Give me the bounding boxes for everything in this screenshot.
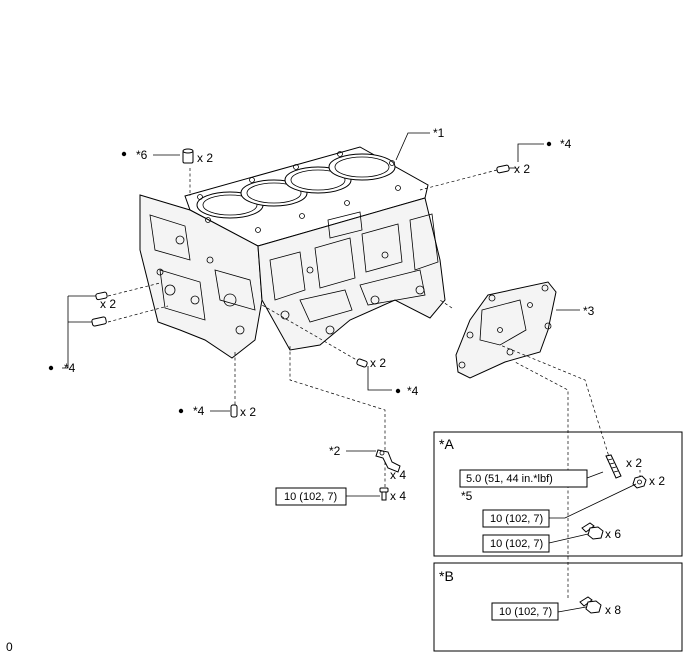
torque-box-part2-bolt	[275, 487, 347, 506]
dowel-pin-icon	[230, 404, 238, 418]
qty-pin-center: x 2	[370, 356, 386, 370]
qty-pin-left: x 2	[100, 297, 116, 311]
label-part4-bottom: *4	[193, 404, 205, 418]
torque-bolt-b: 10 (102, 7)	[499, 606, 552, 618]
label-part4-left: *4	[64, 361, 76, 375]
qty-pin-bottom: x 2	[240, 405, 256, 419]
qty-pin-top-right: x 2	[514, 162, 530, 176]
bracket-part-icon	[375, 449, 401, 473]
footer-code: 0	[6, 640, 13, 654]
label-part6: *6	[136, 148, 148, 162]
torque-stud: 5.0 (51, 44 in.*lbf)	[466, 473, 553, 485]
qty-part6: x 2	[197, 151, 213, 165]
dowel-pin-icon	[91, 291, 108, 327]
cylinder-block-illustration	[139, 146, 446, 359]
qty-stud: x 2	[626, 456, 642, 470]
torque-bolt-a: 10 (102, 7)	[490, 538, 543, 550]
label-part4-top-right: *4	[560, 137, 572, 151]
label-part3: *3	[583, 304, 595, 318]
flange-bolt-icon	[581, 522, 604, 540]
dowel-pin-icon	[356, 358, 368, 368]
detail-box-a	[433, 431, 683, 557]
torque-box-nut	[482, 509, 550, 528]
qty-nut: x 2	[649, 474, 665, 488]
qty-part2-bracket: x 4	[390, 468, 406, 482]
label-part4-center: *4	[407, 384, 419, 398]
detail-a-title: *A	[439, 436, 454, 452]
label-part5: *5	[461, 489, 473, 503]
qty-bolt-b: x 8	[605, 603, 621, 617]
qty-part2-bolt: x 4	[390, 489, 406, 503]
sleeve-part-icon	[182, 148, 194, 164]
nut-part-icon	[632, 475, 647, 489]
detail-b-title: *B	[439, 568, 454, 584]
label-part2: *2	[329, 444, 341, 458]
torque-box-bolt-a	[482, 534, 550, 553]
label-part1: *1	[433, 126, 445, 140]
detail-box-b	[433, 562, 683, 652]
bullet-markers	[48, 141, 552, 414]
bolt-part-icon	[379, 487, 389, 501]
cover-plate-illustration	[455, 281, 557, 379]
leader-lines	[62, 132, 637, 613]
torque-box-bolt-b	[491, 602, 559, 621]
torque-box-stud	[459, 469, 588, 488]
torque-part2-bolt: 10 (102, 7)	[284, 491, 337, 503]
torque-nut: 10 (102, 7)	[490, 513, 543, 525]
flange-bolt-icon	[579, 596, 602, 614]
dowel-pin-icon	[496, 164, 510, 174]
stud-bolt-icon	[605, 454, 622, 479]
assembly-guide-lines	[107, 168, 641, 598]
qty-bolt-a: x 6	[605, 527, 621, 541]
